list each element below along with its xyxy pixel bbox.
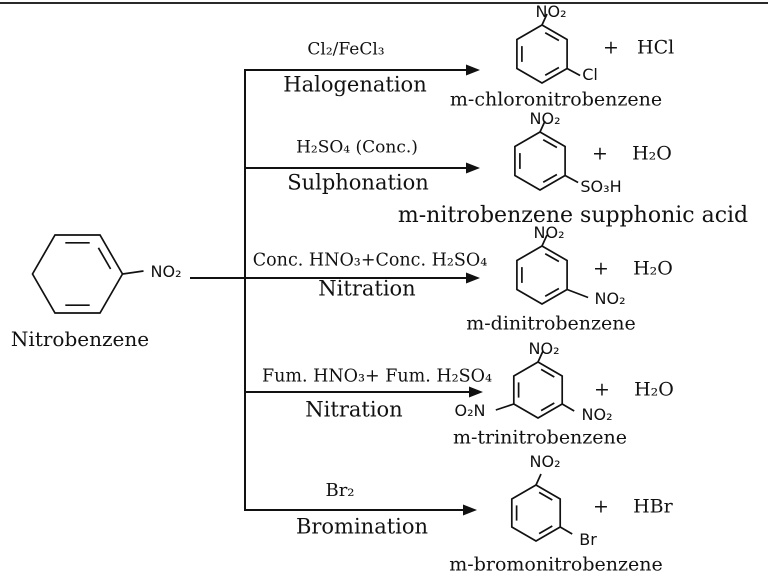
- product-substituent-top: NO₂: [535, 2, 567, 21]
- reagent-label: Br₂: [325, 480, 355, 501]
- reactant-no2-label: NO₂: [150, 262, 182, 281]
- product-substituent-right: NO₂: [594, 289, 626, 308]
- product-ring-3: [516, 234, 589, 305]
- product-ring-4: [495, 350, 575, 419]
- product-ring-2: [514, 120, 579, 191]
- top-border-line: [0, 2, 768, 4]
- product-name: m-dinitrobenzene: [466, 312, 636, 335]
- byproduct-label: + H₂O: [592, 142, 672, 165]
- product-substituent-top: NO₂: [529, 452, 561, 471]
- product-name: m-nitrobenzene supphonic acid: [397, 203, 749, 228]
- product-substituent-top: NO₂: [533, 223, 565, 242]
- reaction-arrow-1: [245, 64, 480, 76]
- reaction-name: Halogenation: [283, 72, 427, 97]
- byproduct-label: + H₂O: [594, 378, 674, 401]
- reaction-name: Nitration: [305, 397, 403, 422]
- reaction-name: Sulphonation: [287, 170, 429, 195]
- product-ring-5: [510, 473, 573, 542]
- nitrobenzene-ring: [31, 234, 144, 314]
- product-substituent-right: NO₂: [581, 405, 613, 424]
- reaction-name: Bromination: [295, 514, 429, 539]
- product-name: m-trinitrobenzene: [452, 426, 628, 449]
- product-name: m-chloronitrobenzene: [449, 88, 663, 111]
- product-substituent-right: Cl: [582, 65, 598, 84]
- reactant-name: Nitrobenzene: [10, 327, 150, 351]
- product-name: m-bromonitrobenzene: [449, 553, 663, 576]
- reagent-label: Conc. HNO₃+Conc. H₂SO₄: [252, 250, 488, 271]
- reagent-label: Fum. HNO₃+ Fum. H₂SO₄: [261, 366, 493, 387]
- reaction-arrow-3: [245, 272, 480, 284]
- byproduct-label: + HBr: [593, 495, 673, 518]
- reagent-label: Cl₂/FeCl₃: [307, 39, 385, 60]
- product-substituent-right: Br: [579, 530, 597, 549]
- reaction-arrow-2: [245, 162, 480, 174]
- byproduct-label: + H₂O: [593, 257, 673, 280]
- product-substituent-top: NO₂: [528, 339, 560, 358]
- reaction-name: Nitration: [318, 276, 416, 301]
- product-ring-1: [516, 13, 581, 84]
- reagent-label: H₂SO₄ (Conc.): [296, 137, 418, 158]
- product-substituent-left: O₂N: [454, 401, 486, 420]
- product-substituent-right: SO₃H: [580, 177, 622, 196]
- byproduct-label: + HCl: [603, 36, 675, 59]
- reaction-arrow-5: [245, 504, 477, 516]
- reaction-arrow-4: [245, 386, 483, 398]
- product-substituent-top: NO₂: [529, 109, 561, 128]
